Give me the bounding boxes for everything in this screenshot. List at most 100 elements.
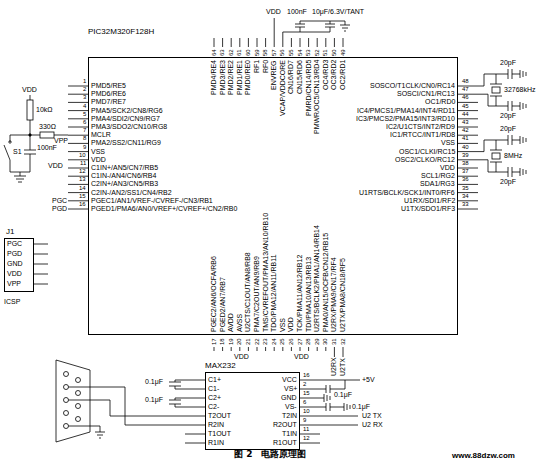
pin-name: GND <box>281 394 297 402</box>
pin-name: T1OUT <box>208 430 231 438</box>
pin-name: IC3/PMCS2/PMA15/INT3/RD10 <box>356 115 455 123</box>
pin-number: 20 <box>236 338 243 345</box>
pin-name: CN16/RD7 <box>287 60 295 94</box>
pin-name: PMRD/CN14/RD5 <box>305 60 313 116</box>
pin-lead <box>458 209 478 210</box>
component-label: VDD <box>234 353 249 361</box>
pin-lead <box>317 347 318 351</box>
pin-number: 49 <box>340 49 347 56</box>
pin-name: VSS <box>441 139 455 147</box>
pin-lead <box>239 38 240 47</box>
pin-name: U2CTS/C1OUT/AN8/RB8 <box>244 252 252 332</box>
pin-name: PMD3/RE3 <box>219 60 227 95</box>
pin-lead <box>265 38 266 47</box>
switch-contact <box>9 141 11 143</box>
pin-number: 33 <box>462 201 469 208</box>
pin-lead <box>300 416 320 417</box>
pin-name: OSC2/CLKO/RC12 <box>395 156 455 164</box>
pin-number: 5 <box>83 111 86 118</box>
pin-number: 58 <box>262 49 269 56</box>
db9-connector <box>56 360 90 442</box>
component-label: 8MHz <box>504 152 522 160</box>
pin-name: R2OUT <box>273 421 297 429</box>
pin-name: C1+ <box>208 376 221 384</box>
pin-name: IC4/PMCS1/PMA14/INT4/RD11 <box>357 107 455 115</box>
pin-name: C2- <box>208 403 219 411</box>
pin-lead <box>257 38 258 47</box>
pin-lead <box>291 347 292 351</box>
db9-pin <box>64 424 69 429</box>
pin-name: U2RTS/BCLK2/PMA1/AN14/RB14 <box>313 225 321 332</box>
pin-number: 38 <box>462 160 469 167</box>
pin-lead <box>231 38 232 47</box>
pin-number: 56 <box>279 49 286 56</box>
reset-circuit <box>4 95 68 182</box>
figure-caption: 图 2 电路原理图 <box>234 449 306 460</box>
pin-name: SCL1/RG2 <box>421 172 455 180</box>
pin-name: C1IN+/AN5/CN7/RB5 <box>91 164 158 172</box>
component-label: VDD <box>266 8 281 16</box>
pin-name: CN15/RD6 <box>296 60 304 94</box>
pin-lead <box>308 347 309 351</box>
pin-number: 30 <box>322 338 329 345</box>
pin-name: SDA1/RG3 <box>420 180 455 188</box>
junction-dot <box>29 134 31 136</box>
component-label: U2RX <box>330 357 338 376</box>
pin-lead <box>222 347 223 351</box>
pin-lead <box>239 347 240 351</box>
pin-number: 35 <box>462 185 469 192</box>
pin-number: 47 <box>462 86 469 93</box>
pin-lead <box>334 38 335 47</box>
component-label: VDD <box>48 162 63 170</box>
pin-name: PMD5/RE5 <box>91 82 126 90</box>
pin-number: 50 <box>331 49 338 56</box>
pin-number: 24 <box>271 338 278 345</box>
pin-name: PMD1/RE1 <box>236 60 244 95</box>
pin-number: 60 <box>245 49 252 56</box>
icsp-pin-leads <box>34 244 48 284</box>
pin-number: 11 <box>80 160 86 167</box>
pin-name: MCLR <box>91 131 111 139</box>
pin-name: PMD7/RE7 <box>91 98 126 106</box>
pin-lead <box>308 38 309 47</box>
pin-number: 29 <box>314 338 321 345</box>
pin-name: PMD6/RE6 <box>91 90 126 98</box>
pin-lead <box>300 407 320 408</box>
pin-name: OSC1/CLKI/RC15 <box>399 148 455 156</box>
pin-lead <box>282 347 283 351</box>
component-label: 10μF/6.3V/TANT <box>312 8 364 16</box>
pin-name: U1RX/SDI1/RF2 <box>404 197 455 205</box>
pin-lead <box>300 425 320 426</box>
pin-number: 52 <box>314 49 321 56</box>
pin-name: VCAP/VDDCORE <box>279 60 287 116</box>
pin-number: 12 <box>303 435 310 442</box>
component-label: PGC <box>52 197 67 205</box>
pin-lead <box>185 407 205 408</box>
pin-number: 63 <box>219 49 226 56</box>
pin-number: 57 <box>271 49 278 56</box>
chip-name: MAX232 <box>205 362 236 370</box>
component-label: 330Ω <box>39 123 56 131</box>
mcu-chip: PIC32M320F128HPMD4/RE4PMD3/RE3PMD2/RE2PM… <box>88 57 458 335</box>
pin-name: OC1/RD0 <box>425 98 455 106</box>
pin-name: U2RX/PMA9/CN17/RF4 <box>330 257 338 332</box>
component-label: VDD <box>22 86 37 94</box>
pin-name: SOSCO/T1CLK/CN0/RC14 <box>370 82 455 90</box>
pin-lead <box>185 380 205 381</box>
pin-lead <box>231 347 232 351</box>
pin-name: TCK/PMA11/AN12/RB12 <box>296 255 304 332</box>
crystal-symbol <box>492 87 500 93</box>
pin-name: VDD <box>440 164 455 172</box>
pin-name: VSS <box>279 318 287 332</box>
db9-pin <box>64 385 69 390</box>
pin-number: 12 <box>79 168 86 175</box>
connector-name: J1 <box>6 228 14 236</box>
pin-number: 10 <box>79 152 86 159</box>
component-label: 20pF <box>500 125 516 133</box>
pin-lead <box>343 38 344 47</box>
component-label: 20pF <box>500 59 516 67</box>
pin-name: IC2/U1CTS/INT2/RD9 <box>386 123 455 131</box>
pin-name: PGEC1/AN1/VREF-/CVREF-/CN3/RB1 <box>91 197 213 205</box>
pin-name: VDD <box>7 270 22 278</box>
component-label: 100nF <box>37 144 57 152</box>
